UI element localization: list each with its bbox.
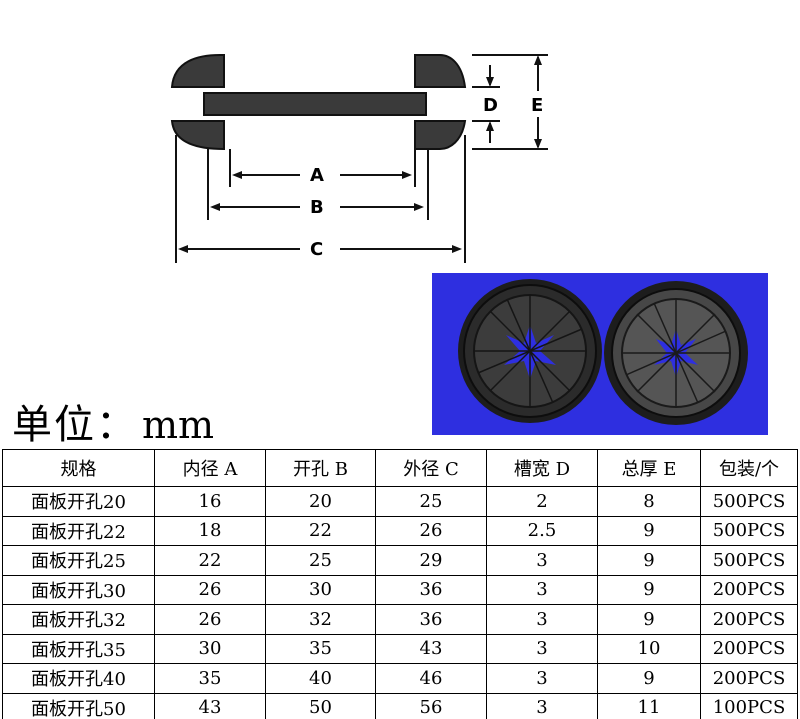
- dimension-e-label: E: [531, 95, 543, 116]
- cell-b: 25: [265, 545, 376, 576]
- table-row: 面板开孔40 35 40 46 3 9 200PCS: [2, 663, 798, 694]
- table-row: 面板开孔20 16 20 25 2 8 500PCS: [2, 486, 798, 517]
- cell-c: 46: [375, 663, 487, 694]
- cell-e: 11: [597, 692, 701, 719]
- cell-d: 3: [486, 545, 598, 576]
- grommet-top-flange-right: [414, 54, 467, 88]
- dimension-c-label: C: [310, 239, 323, 260]
- grommet-photo-illustration: [458, 279, 748, 425]
- table-row: 面板开孔50 43 50 56 3 11 100PCS: [2, 692, 798, 719]
- cell-packing: 200PCS: [700, 663, 798, 694]
- table-row: 面板开孔30 26 30 36 3 9 200PCS: [2, 574, 798, 605]
- cell-c: 43: [375, 633, 487, 664]
- cell-spec: 面板开孔50: [2, 692, 155, 719]
- cell-spec: 面板开孔20: [2, 486, 155, 517]
- dimension-a-label: A: [310, 165, 324, 186]
- cell-spec: 面板开孔30: [2, 574, 155, 605]
- header-packing: 包装/个: [700, 449, 798, 487]
- cell-spec: 面板开孔25: [2, 545, 155, 576]
- cell-e: 9: [597, 545, 701, 576]
- cell-spec: 面板开孔35: [2, 633, 155, 664]
- cell-packing: 200PCS: [700, 633, 798, 664]
- cell-packing: 500PCS: [700, 515, 798, 546]
- cell-packing: 500PCS: [700, 486, 798, 517]
- grommet-top-flange-left: [170, 54, 225, 88]
- cell-packing: 100PCS: [700, 692, 798, 719]
- cell-e: 9: [597, 604, 701, 635]
- specification-table: 规格 内径 A 开孔 B 外径 C 槽宽 D 总厚 E 包装/个 面板开孔20 …: [2, 449, 798, 719]
- cell-d: 3: [486, 692, 598, 719]
- cell-b: 32: [265, 604, 376, 635]
- cell-b: 30: [265, 574, 376, 605]
- cell-e: 9: [597, 515, 701, 546]
- grommet-panel-bar: [203, 92, 427, 116]
- dimension-d-label: D: [483, 95, 498, 116]
- cell-a: 26: [154, 604, 266, 635]
- cell-d: 2: [486, 486, 598, 517]
- table-row: 面板开孔22 18 22 26 2.5 9 500PCS: [2, 515, 798, 546]
- cell-e: 9: [597, 574, 701, 605]
- unit-label: 单位：: [12, 402, 138, 448]
- cell-d: 3: [486, 633, 598, 664]
- header-hole-b: 开孔 B: [265, 449, 376, 487]
- header-total-thickness-e: 总厚 E: [597, 449, 701, 487]
- header-groove-width-d: 槽宽 D: [486, 449, 598, 487]
- cell-packing: 200PCS: [700, 574, 798, 605]
- cell-c: 25: [375, 486, 487, 517]
- cell-spec: 面板开孔40: [2, 663, 155, 694]
- header-outer-diameter-c: 外径 C: [375, 449, 487, 487]
- grommet-right: [604, 281, 748, 425]
- cell-c: 29: [375, 545, 487, 576]
- unit-value: mm: [142, 403, 215, 447]
- cell-d: 2.5: [486, 515, 598, 546]
- dimension-b-label: B: [310, 197, 324, 218]
- header-spec: 规格: [2, 449, 155, 487]
- cell-a: 30: [154, 633, 266, 664]
- cell-c: 36: [375, 574, 487, 605]
- cell-a: 43: [154, 692, 266, 719]
- cell-b: 50: [265, 692, 376, 719]
- cell-a: 35: [154, 663, 266, 694]
- cell-b: 20: [265, 486, 376, 517]
- cell-a: 16: [154, 486, 266, 517]
- cell-a: 22: [154, 545, 266, 576]
- cell-spec: 面板开孔22: [2, 515, 155, 546]
- table-row: 面板开孔35 30 35 43 3 10 200PCS: [2, 633, 798, 664]
- grommet-left: [458, 279, 602, 423]
- cell-b: 35: [265, 633, 376, 664]
- cell-c: 36: [375, 604, 487, 635]
- cell-a: 26: [154, 574, 266, 605]
- grommet-bottom-flange-left: [170, 120, 225, 151]
- cell-c: 56: [375, 692, 487, 719]
- cell-d: 3: [486, 663, 598, 694]
- cell-d: 3: [486, 574, 598, 605]
- cell-spec: 面板开孔32: [2, 604, 155, 635]
- unit-caption: 单位：mm: [12, 392, 214, 448]
- table-row: 面板开孔25 22 25 29 3 9 500PCS: [2, 545, 798, 576]
- cell-b: 40: [265, 663, 376, 694]
- cell-packing: 500PCS: [700, 545, 798, 576]
- table-row: 面板开孔32 26 32 36 3 9 200PCS: [2, 604, 798, 635]
- cell-a: 18: [154, 515, 266, 546]
- grommet-cross-section-diagram: A B C D E: [170, 54, 548, 263]
- cell-e: 8: [597, 486, 701, 517]
- cell-e: 10: [597, 633, 701, 664]
- cell-b: 22: [265, 515, 376, 546]
- header-inner-diameter-a: 内径 A: [154, 449, 266, 487]
- grommet-bottom-flange-right: [414, 120, 467, 150]
- cell-c: 26: [375, 515, 487, 546]
- product-photo: [432, 273, 768, 435]
- cell-e: 9: [597, 663, 701, 694]
- cell-packing: 200PCS: [700, 604, 798, 635]
- cell-d: 3: [486, 604, 598, 635]
- table-header-row: 规格 内径 A 开孔 B 外径 C 槽宽 D 总厚 E 包装/个: [2, 449, 798, 487]
